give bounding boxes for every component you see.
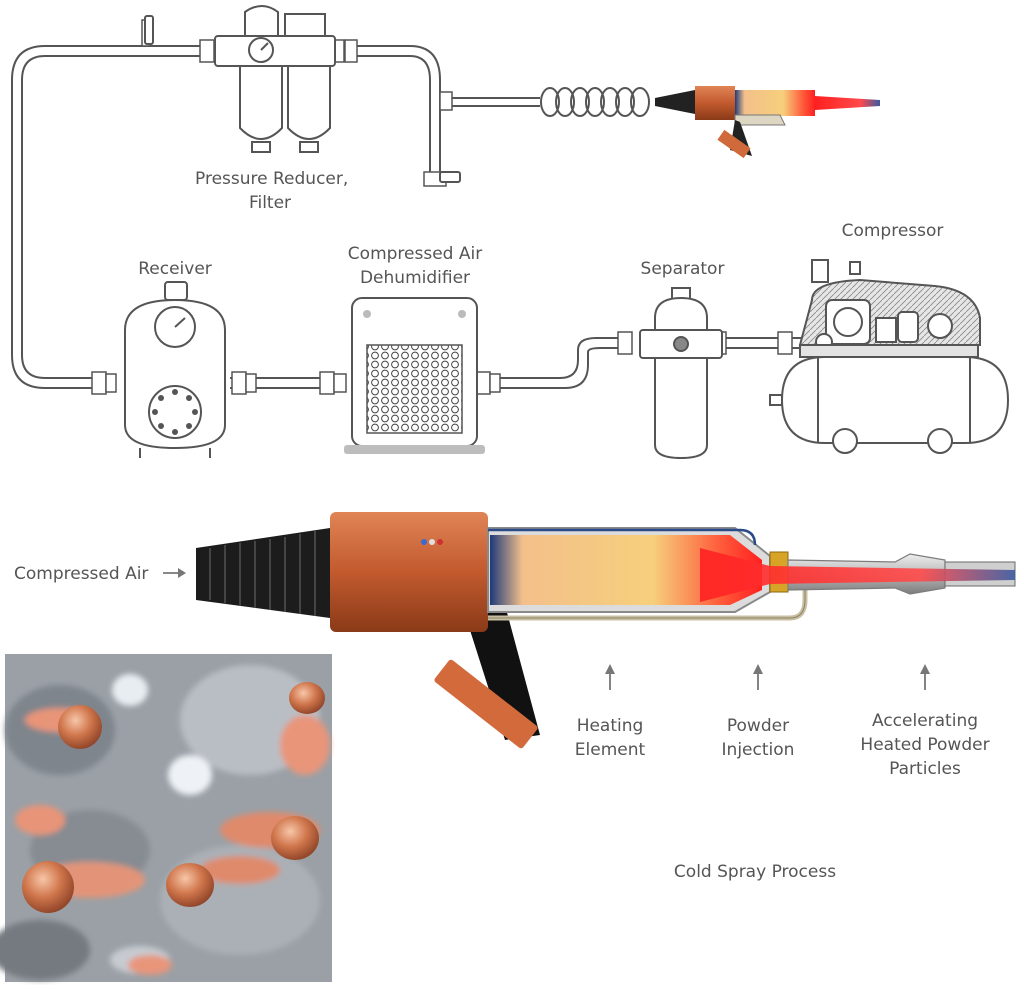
dehumidifier [344, 297, 485, 454]
micrograph-image [0, 654, 332, 982]
label-dehumidifier-line1: Compressed Air [347, 244, 483, 264]
label-compressor: Compressor [825, 219, 960, 243]
process-title: Cold Spray Process [673, 862, 837, 882]
label-accelerating-line3: Particles [889, 759, 961, 779]
label-separator: Separator [625, 257, 740, 281]
label-accelerating-line2: Heated Powder [860, 735, 990, 755]
label-heating-element: Heating Element [555, 714, 665, 762]
large-spray-gun [196, 512, 1016, 749]
label-heating-element-line2: Element [574, 740, 646, 760]
label-receiver: Receiver [115, 257, 235, 281]
label-pressure-reducer-line2: Filter [248, 193, 292, 213]
small-spray-gun [452, 86, 880, 159]
label-powder-injection-line1: Powder [726, 716, 790, 736]
label-accelerating-particles: Accelerating Heated Powder Particles [850, 709, 1000, 781]
valve-handles [144, 15, 461, 183]
label-pressure-reducer: Pressure Reducer, Filter [195, 167, 349, 215]
pressure-reducer-filter [214, 5, 336, 153]
label-compressor-line1: Compressor [841, 221, 944, 241]
compressor [769, 259, 1010, 454]
pipe-fittings [91, 19, 793, 395]
label-heating-element-line1: Heating [576, 716, 644, 736]
label-powder-injection-line2: Injection [721, 740, 795, 760]
label-compressed-air: Compressed Air [14, 564, 149, 584]
label-pressure-reducer-line1: Pressure Reducer, [195, 169, 349, 189]
label-receiver-line1: Receiver [138, 259, 212, 279]
label-accelerating-line1: Accelerating [871, 711, 979, 731]
label-powder-injection: Powder Injection [703, 714, 813, 762]
receiver [124, 281, 226, 458]
label-separator-line1: Separator [640, 259, 725, 279]
annotation-arrows [163, 568, 930, 690]
label-dehumidifier: Compressed Air Dehumidifier [330, 242, 500, 290]
separator [639, 287, 723, 460]
label-dehumidifier-line2: Dehumidifier [359, 268, 471, 288]
